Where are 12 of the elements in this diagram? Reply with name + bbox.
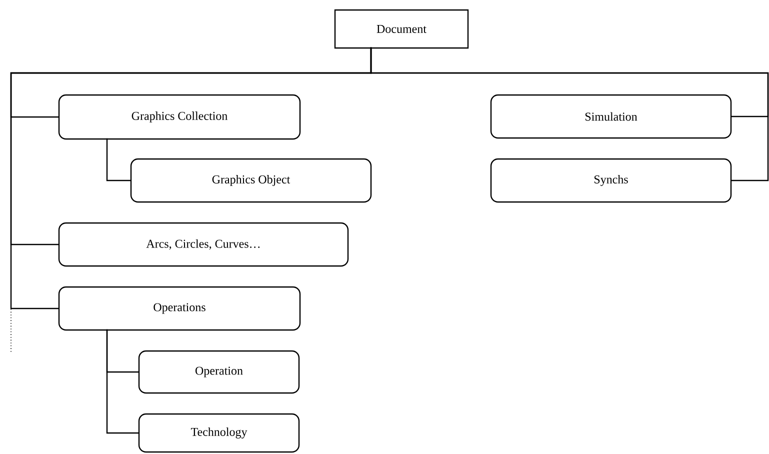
rounded-box: Synchs [490, 158, 732, 203]
connector-line [370, 47, 769, 182]
rounded-box: Arcs, Circles, Curves… [58, 222, 349, 267]
root-box: Document [334, 9, 469, 49]
rounded-box: Operation [138, 350, 300, 394]
connector-line [106, 138, 131, 182]
rounded-box: Graphics Collection [58, 94, 301, 140]
rounded-box: Simulation [490, 94, 732, 139]
rounded-box: Technology [138, 413, 300, 453]
rounded-box: Graphics Object [130, 158, 372, 203]
rounded-box: Operations [58, 286, 301, 331]
connector-line [106, 329, 139, 434]
